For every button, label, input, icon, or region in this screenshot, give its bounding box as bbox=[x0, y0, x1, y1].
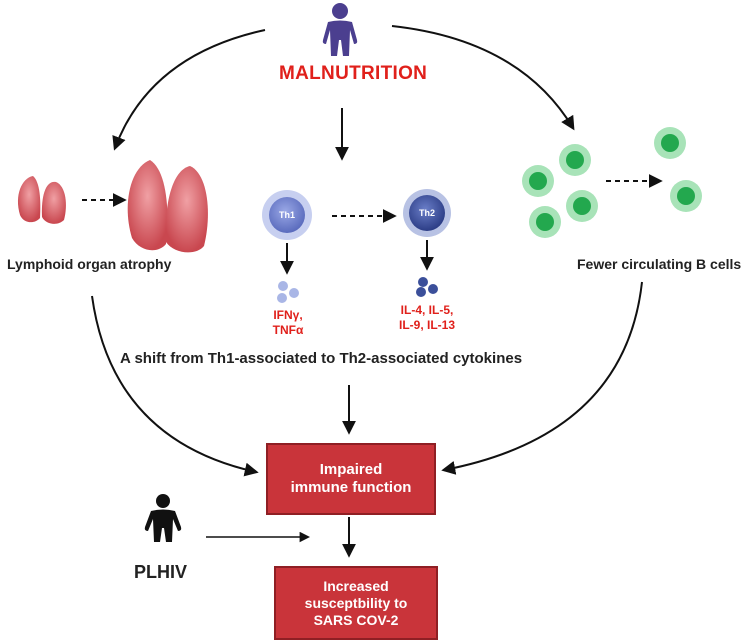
th2-cytokines: IL-4, IL-5, IL-9, IL-13 bbox=[385, 303, 469, 333]
lymphoid-organ-small-icon bbox=[17, 176, 66, 224]
lymphoid-organ-large-icon bbox=[127, 160, 208, 253]
arrow-to-lymphoid bbox=[112, 29, 266, 151]
th2-cytokine-line2: IL-9, IL-13 bbox=[398, 318, 455, 332]
increased-line1: Increased bbox=[323, 577, 389, 594]
malnutrition-title: MALNUTRITION bbox=[279, 63, 428, 84]
th2-cell: Th2 bbox=[403, 189, 451, 237]
b-cell-icon bbox=[522, 144, 598, 238]
th1-cytokine-line1: IFNγ, bbox=[273, 308, 303, 322]
th1-cytokines: IFNγ, TNFα bbox=[262, 308, 314, 338]
impaired-immune-box: Impaired immune function bbox=[266, 443, 436, 515]
arrow-bcells-to-impaired bbox=[441, 281, 643, 475]
arrow-to-bcells bbox=[391, 25, 575, 131]
th1-cell: Th1 bbox=[262, 190, 312, 240]
plhiv-label: PLHIV bbox=[134, 562, 188, 582]
th2-cytokine-icon bbox=[416, 277, 438, 297]
b-cell-icon bbox=[654, 127, 702, 212]
increased-line2: susceptbility to bbox=[304, 594, 408, 611]
th2-label: Th2 bbox=[419, 208, 435, 218]
b-cells-label: Fewer circulating B cells bbox=[577, 256, 742, 272]
increased-line3: SARS COV-2 bbox=[313, 611, 399, 628]
lymphoid-atrophy-label: Lymphoid organ atrophy bbox=[7, 256, 172, 272]
th1-cytokine-line2: TNFα bbox=[272, 323, 304, 337]
cytokine-shift-label: A shift from Th1-associated to Th2-assoc… bbox=[120, 350, 523, 367]
th2-cytokine-line1: IL-4, IL-5, bbox=[400, 303, 454, 317]
th1-label: Th1 bbox=[279, 210, 295, 220]
person-icon bbox=[144, 494, 182, 542]
th1-cytokine-icon bbox=[277, 281, 299, 303]
increased-susceptibility-box: Increased susceptbility to SARS COV-2 bbox=[274, 566, 438, 640]
person-icon bbox=[322, 3, 358, 56]
impaired-line1: Impaired bbox=[319, 461, 383, 478]
arrow-lymphoid-to-impaired bbox=[91, 295, 259, 477]
impaired-line2: immune function bbox=[290, 479, 412, 496]
